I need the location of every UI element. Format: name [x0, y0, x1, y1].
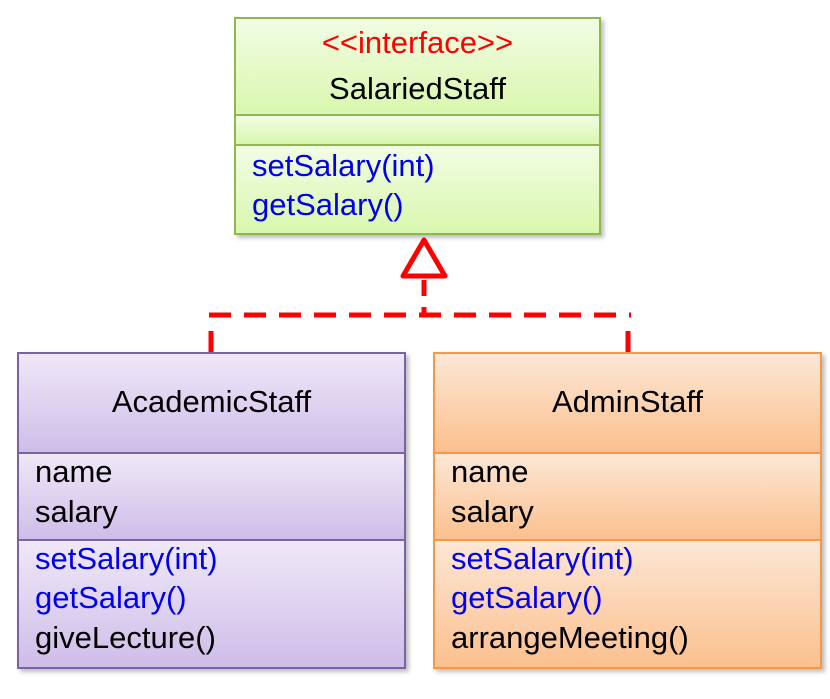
class-attribute: salary — [35, 494, 118, 529]
class-method: giveLecture() — [35, 620, 216, 655]
interface-attributes-compartment — [236, 116, 599, 146]
class-methods-compartment: setSalary(int) getSalary() arrangeMeetin… — [435, 541, 820, 667]
class-method: arrangeMeeting() — [451, 620, 689, 655]
class-attribute: name — [451, 454, 529, 489]
class-name-compartment: AdminStaff — [435, 354, 820, 454]
class-name: AdminStaff — [551, 384, 704, 419]
class-method: setSalary(int) — [451, 541, 634, 576]
interface-method: getSalary() — [252, 187, 404, 222]
class-method: getSalary() — [451, 580, 603, 615]
class-admin-staff[interactable]: AdminStaff name salary setSalary(int) ge… — [433, 352, 822, 669]
interface-method: setSalary(int) — [252, 148, 435, 183]
class-name-compartment: AcademicStaff — [19, 354, 404, 454]
class-name: AcademicStaff — [111, 384, 312, 419]
class-attribute: name — [35, 454, 113, 489]
class-attributes-compartment: name salary — [435, 454, 820, 541]
interface-name-compartment: <<interface>> SalariedStaff — [236, 19, 599, 116]
class-methods-compartment: setSalary(int) getSalary() giveLecture() — [19, 541, 404, 667]
interface-methods-compartment: setSalary(int) getSalary() — [236, 146, 599, 233]
class-method: getSalary() — [35, 580, 187, 615]
interface-stereotype: <<interface>> — [321, 25, 514, 60]
class-method: setSalary(int) — [35, 541, 218, 576]
interface-salaried-staff[interactable]: <<interface>> SalariedStaff setSalary(in… — [234, 17, 601, 235]
realization-arrowhead-icon — [400, 237, 448, 279]
class-academic-staff[interactable]: AcademicStaff name salary setSalary(int)… — [17, 352, 406, 669]
class-attribute: salary — [451, 494, 534, 529]
interface-name: SalariedStaff — [329, 71, 506, 106]
class-attributes-compartment: name salary — [19, 454, 404, 541]
